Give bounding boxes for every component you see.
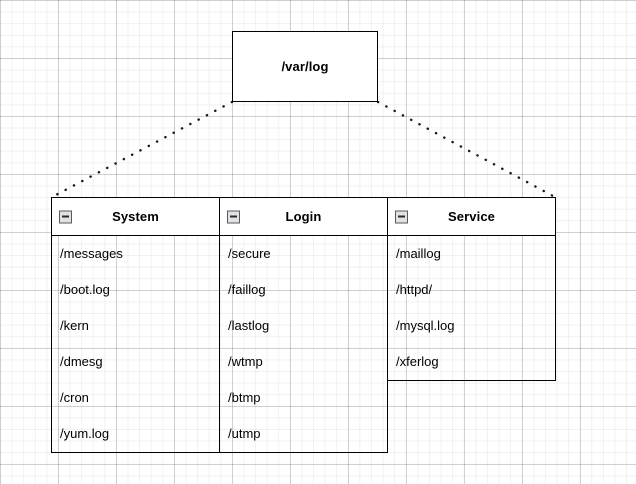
list-item[interactable]: /lastlog: [228, 318, 270, 333]
list-item[interactable]: /xferlog: [396, 354, 439, 369]
list-item[interactable]: /mysql.log: [396, 318, 455, 333]
list-item[interactable]: /messages: [60, 246, 123, 261]
list-item[interactable]: /faillog: [228, 282, 266, 297]
category-title-service: Service: [448, 209, 495, 224]
category-header-system[interactable]: System: [52, 198, 219, 236]
category-box-login[interactable]: Login /secure /faillog /lastlog /wtmp /b…: [219, 197, 388, 453]
root-node-label: /var/log: [281, 59, 329, 74]
category-item-list-login: /secure /faillog /lastlog /wtmp /btmp /u…: [220, 236, 387, 452]
root-node[interactable]: /var/log: [232, 31, 378, 102]
connector-left: [52, 100, 234, 198]
minus-box-icon[interactable]: [395, 210, 408, 223]
category-box-system[interactable]: System /messages /boot.log /kern /dmesg …: [51, 197, 220, 453]
list-item[interactable]: /boot.log: [60, 282, 110, 297]
category-box-service[interactable]: Service /maillog /httpd/ /mysql.log /xfe…: [387, 197, 556, 381]
minus-glyph: [398, 215, 405, 218]
list-item[interactable]: /btmp: [228, 390, 261, 405]
category-header-service[interactable]: Service: [388, 198, 555, 236]
connector-right: [376, 100, 555, 198]
minus-box-icon[interactable]: [59, 210, 72, 223]
list-item[interactable]: /maillog: [396, 246, 441, 261]
list-item[interactable]: /cron: [60, 390, 89, 405]
list-item[interactable]: /utmp: [228, 426, 261, 441]
category-title-system: System: [112, 209, 159, 224]
list-item[interactable]: /httpd/: [396, 282, 433, 297]
minus-glyph: [230, 215, 237, 218]
category-item-list-service: /maillog /httpd/ /mysql.log /xferlog: [388, 236, 555, 380]
minus-box-icon[interactable]: [227, 210, 240, 223]
list-item[interactable]: /secure: [228, 246, 271, 261]
list-item[interactable]: /yum.log: [60, 426, 110, 441]
category-title-login: Login: [285, 209, 322, 224]
category-header-login[interactable]: Login: [220, 198, 387, 236]
list-item[interactable]: /kern: [60, 318, 89, 333]
category-item-list-system: /messages /boot.log /kern /dmesg /cron /…: [52, 236, 219, 452]
list-item[interactable]: /wtmp: [228, 354, 263, 369]
minus-glyph: [62, 215, 69, 218]
list-item[interactable]: /dmesg: [60, 354, 103, 369]
